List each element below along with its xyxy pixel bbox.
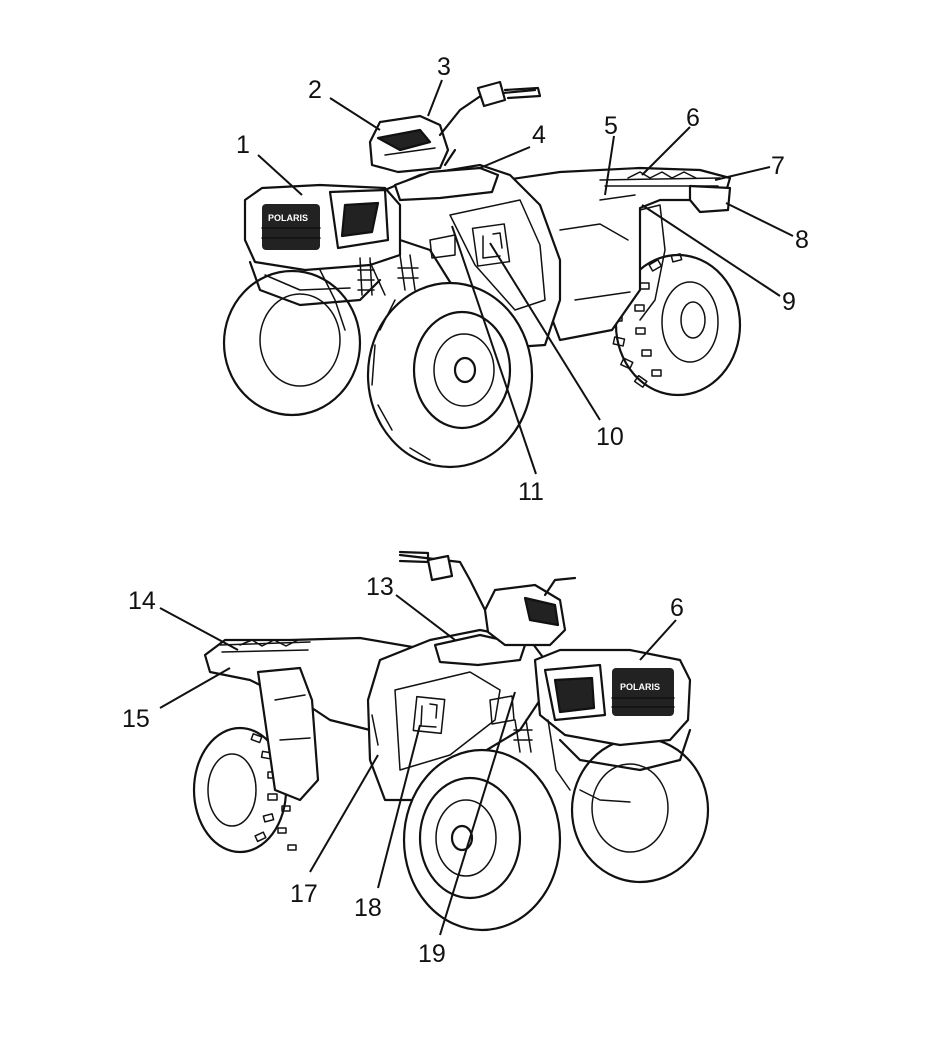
rear-near-wheel [402,748,562,932]
callout-19: 19 [418,940,446,968]
brand-decal-2: POLARIS [620,682,660,692]
callout-9: 9 [782,288,796,316]
callout-6-bottom: 6 [670,594,684,622]
handlebar-assembly-2 [398,550,577,647]
callout-4: 4 [532,121,546,149]
main-body [383,163,562,350]
rear-body [503,166,732,342]
front-suspension [357,254,419,296]
brand-decal: POLARIS [268,213,308,223]
callout-3: 3 [437,53,451,81]
callout-13: 13 [366,573,394,601]
handlebar-assembly [368,80,542,174]
front-grille: POLARIS [243,183,402,331]
atv-front-left-view: POLARIS [222,80,742,469]
callout-11: 11 [518,478,544,506]
callout-2: 2 [308,76,322,104]
callout-14: 14 [128,587,156,615]
callout-7: 7 [771,152,785,180]
callout-6-top: 6 [686,104,700,132]
atv-rear-right-view: POLARIS [192,550,710,932]
front-near-wheel [366,281,534,469]
front-far-wheel-2 [570,736,710,884]
rear-far-wheel [611,253,742,397]
callout-10: 10 [596,423,624,451]
callout-1: 1 [236,131,250,159]
callout-15: 15 [122,705,150,733]
front-far-wheel [222,269,362,417]
rear-suspension [513,719,571,791]
callout-18: 18 [354,894,382,922]
leader-lines [159,79,794,936]
callout-8: 8 [795,226,809,254]
callout-17: 17 [290,880,318,908]
callout-5: 5 [604,112,618,140]
callout-numbers: 1 2 3 4 5 6 7 8 9 10 11 13 6 14 15 17 18… [122,53,809,968]
front-grille-2: POLARIS [533,648,692,803]
